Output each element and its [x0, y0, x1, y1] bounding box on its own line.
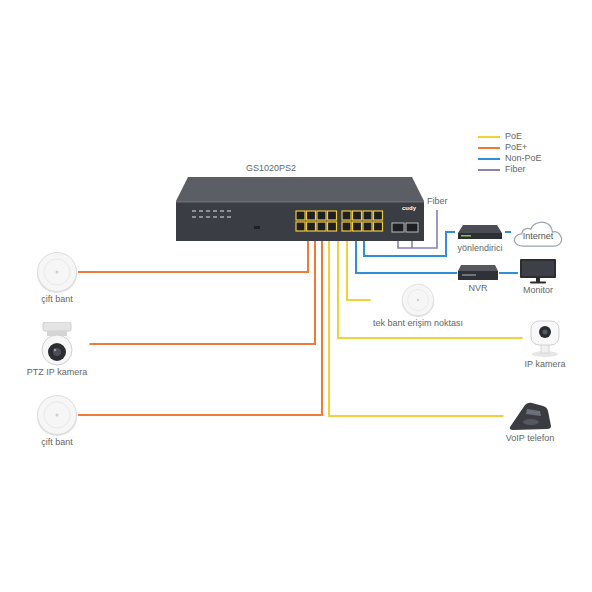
ptz-camera-icon [39, 322, 75, 366]
device-label: yönlendirici [455, 243, 505, 254]
cable-line [78, 241, 322, 415]
legend-swatch [478, 136, 500, 138]
device-label: Monitor [518, 285, 558, 296]
cable-line [505, 231, 511, 233]
device-label: NVR [457, 283, 499, 294]
legend-swatch [478, 169, 500, 171]
access-point-node: tek bant erişim noktası [371, 283, 466, 329]
device-label: IP kamera [523, 359, 568, 370]
legend-text: PoE [505, 131, 522, 142]
cable-line [356, 241, 457, 273]
device-label: çift bant [36, 294, 78, 305]
legend-text: PoE+ [505, 142, 527, 153]
brand-logo: cudy [402, 204, 416, 212]
voip-phone-icon [507, 400, 553, 432]
cable-line [78, 241, 308, 272]
legend-row: Fiber [478, 164, 578, 175]
legend-swatch [478, 158, 500, 160]
router-icon [457, 222, 503, 242]
cloud-label: Internet [511, 231, 565, 242]
camera-node: IP kamera [523, 318, 568, 370]
legend-row: PoE+ [478, 142, 578, 153]
fiber-label: Fiber [427, 196, 448, 207]
legend-row: PoE [478, 131, 578, 142]
internet-cloud: Internet [511, 218, 565, 248]
access-point-node: çift bant [36, 394, 78, 448]
camera-node: PTZ IP kamera [25, 322, 90, 378]
ip-camera-icon [525, 318, 565, 358]
access-point-icon [36, 251, 78, 293]
legend-swatch [478, 147, 500, 149]
legend-row: Non-PoE [478, 153, 578, 164]
cable-line [90, 241, 316, 344]
device-label: VoIP telefon [504, 433, 557, 444]
cable-line [347, 241, 371, 300]
switch-node: GS1020PS2 [176, 160, 424, 241]
switch-model-label: GS1020PS2 [246, 163, 296, 174]
access-point-icon [401, 283, 435, 317]
access-point-icon [36, 394, 78, 436]
cable-line [499, 272, 518, 274]
nvr-node: NVR [457, 264, 499, 294]
router-node: yönlendirici [455, 222, 505, 254]
monitor-node: Monitor [518, 258, 558, 296]
legend-text: Fiber [505, 164, 526, 175]
device-label: PTZ IP kamera [25, 367, 90, 378]
monitor-icon [518, 258, 558, 284]
legend: PoEPoE+Non-PoEFiber [478, 131, 578, 177]
legend-text: Non-PoE [505, 153, 542, 164]
nvr-icon [457, 264, 499, 282]
phone-node: VoIP telefon [504, 400, 557, 444]
device-label: tek bant erişim noktası [371, 318, 466, 329]
switch-illustration [176, 177, 424, 241]
access-point-node: çift bant [36, 251, 78, 305]
cable-line [329, 241, 504, 416]
device-label: çift bant [36, 437, 78, 448]
